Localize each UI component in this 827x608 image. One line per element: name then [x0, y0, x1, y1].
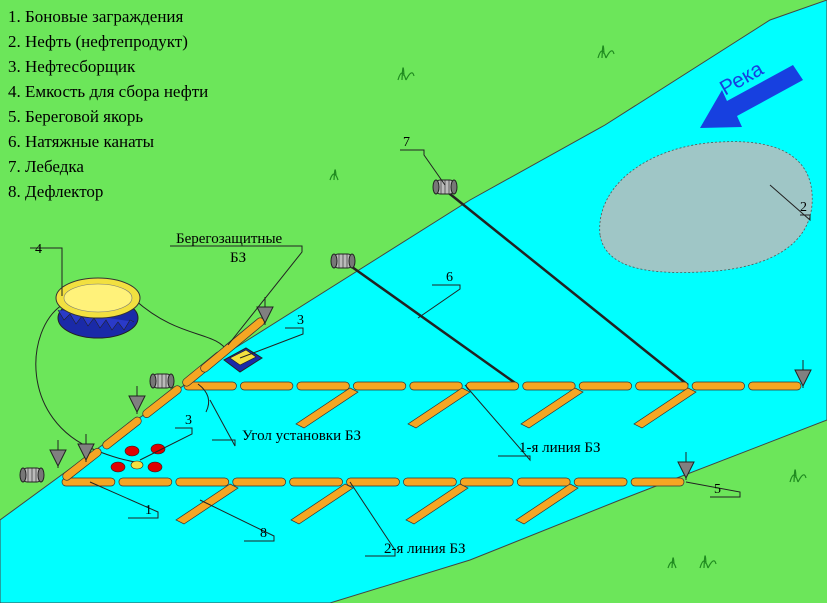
river-flow-arrow — [700, 65, 803, 128]
shore-anchors — [49, 297, 812, 480]
callout-5: 5 — [714, 482, 721, 497]
boom-segment — [748, 381, 802, 391]
boom-segment — [61, 477, 116, 487]
legend-item-4: 4. Емкость для сбора нефти — [8, 82, 208, 101]
boom-segment — [118, 477, 173, 487]
legend-item-1: 1. Боновые заграждения — [8, 7, 184, 26]
winch — [19, 467, 45, 483]
boom-segment — [578, 381, 632, 391]
shore-anchor — [677, 452, 695, 480]
boom-segment — [353, 381, 407, 391]
deflector — [515, 483, 579, 525]
winch — [432, 179, 458, 195]
oil-tank — [55, 277, 141, 339]
boom-segment — [232, 477, 286, 487]
tension-rope — [344, 260, 519, 387]
boom-segment — [573, 477, 628, 487]
deflector — [405, 483, 469, 525]
boom-segment — [142, 385, 182, 418]
label-line-2: 2-я линия БЗ — [384, 541, 466, 557]
callout-3-shore: 3 — [297, 313, 304, 328]
callout-7: 7 — [403, 135, 410, 150]
callout-6: 6 — [446, 270, 453, 285]
shore-anchor — [256, 297, 274, 325]
oil-slick — [599, 141, 813, 273]
deflector — [175, 483, 239, 525]
deflector — [520, 387, 584, 429]
callout-1: 1 — [145, 503, 152, 518]
boom-segment — [289, 477, 343, 487]
deflector — [290, 483, 354, 525]
boom-segment — [183, 381, 237, 391]
install-angle-arc — [197, 383, 210, 413]
label-install-angle: Угол установки БЗ — [242, 428, 361, 444]
tension-rope — [444, 189, 689, 386]
oil-skimmer-shore — [223, 347, 263, 373]
deflector — [295, 387, 359, 429]
collection-hose — [35, 299, 229, 463]
legend-item-5: 5. Береговой якорь — [8, 107, 143, 126]
legend-item-2: 2. Нефть (нефтепродукт) — [8, 32, 188, 51]
boom-segment — [691, 381, 745, 391]
shore-anchor — [794, 360, 812, 388]
shore-anchor — [77, 434, 95, 462]
boom-segment — [296, 381, 350, 391]
label-line-1: 1-я линия БЗ — [519, 440, 601, 456]
winch — [149, 373, 175, 389]
oil-skimmer-floats — [110, 443, 166, 473]
shore-anchor — [128, 386, 146, 414]
boom-segment — [460, 477, 514, 487]
callout-2: 2 — [800, 200, 807, 215]
boom-segment — [635, 381, 689, 391]
winch — [330, 253, 356, 269]
boom-segment — [175, 477, 230, 487]
legend-item-8: 8. Дефлектор — [8, 182, 103, 201]
legend-item-7: 7. Лебедка — [8, 157, 84, 176]
boom-segment — [403, 477, 457, 487]
grass-tufts — [329, 45, 807, 569]
leader-lines — [30, 149, 811, 557]
callout-3-floats: 3 — [185, 413, 192, 428]
legend: 1. Боновые заграждения 2. Нефть (нефтепр… — [8, 7, 208, 201]
boom-segment — [522, 381, 576, 391]
shore-anchor — [49, 440, 67, 468]
boom-segment — [465, 381, 520, 391]
boom-segment — [346, 477, 400, 487]
tension-ropes — [344, 189, 689, 387]
boom-segment — [102, 416, 142, 450]
boom-segment — [516, 477, 571, 487]
boom-segment — [240, 381, 294, 391]
winches — [19, 179, 458, 483]
callout-4: 4 — [35, 242, 42, 257]
deflector — [407, 387, 471, 429]
legend-item-3: 3. Нефтесборщик — [8, 57, 136, 76]
boom-segment — [409, 381, 463, 391]
legend-item-6: 6. Натяжные канаты — [8, 132, 155, 151]
deflector — [633, 387, 697, 429]
label-shore-booms-line1: Берегозащитные — [176, 231, 283, 247]
boom-segment — [630, 477, 685, 487]
deflectors — [175, 387, 697, 525]
label-shore-booms-line2: БЗ — [230, 250, 246, 266]
boom-segment — [62, 448, 102, 481]
callout-8: 8 — [260, 526, 267, 541]
